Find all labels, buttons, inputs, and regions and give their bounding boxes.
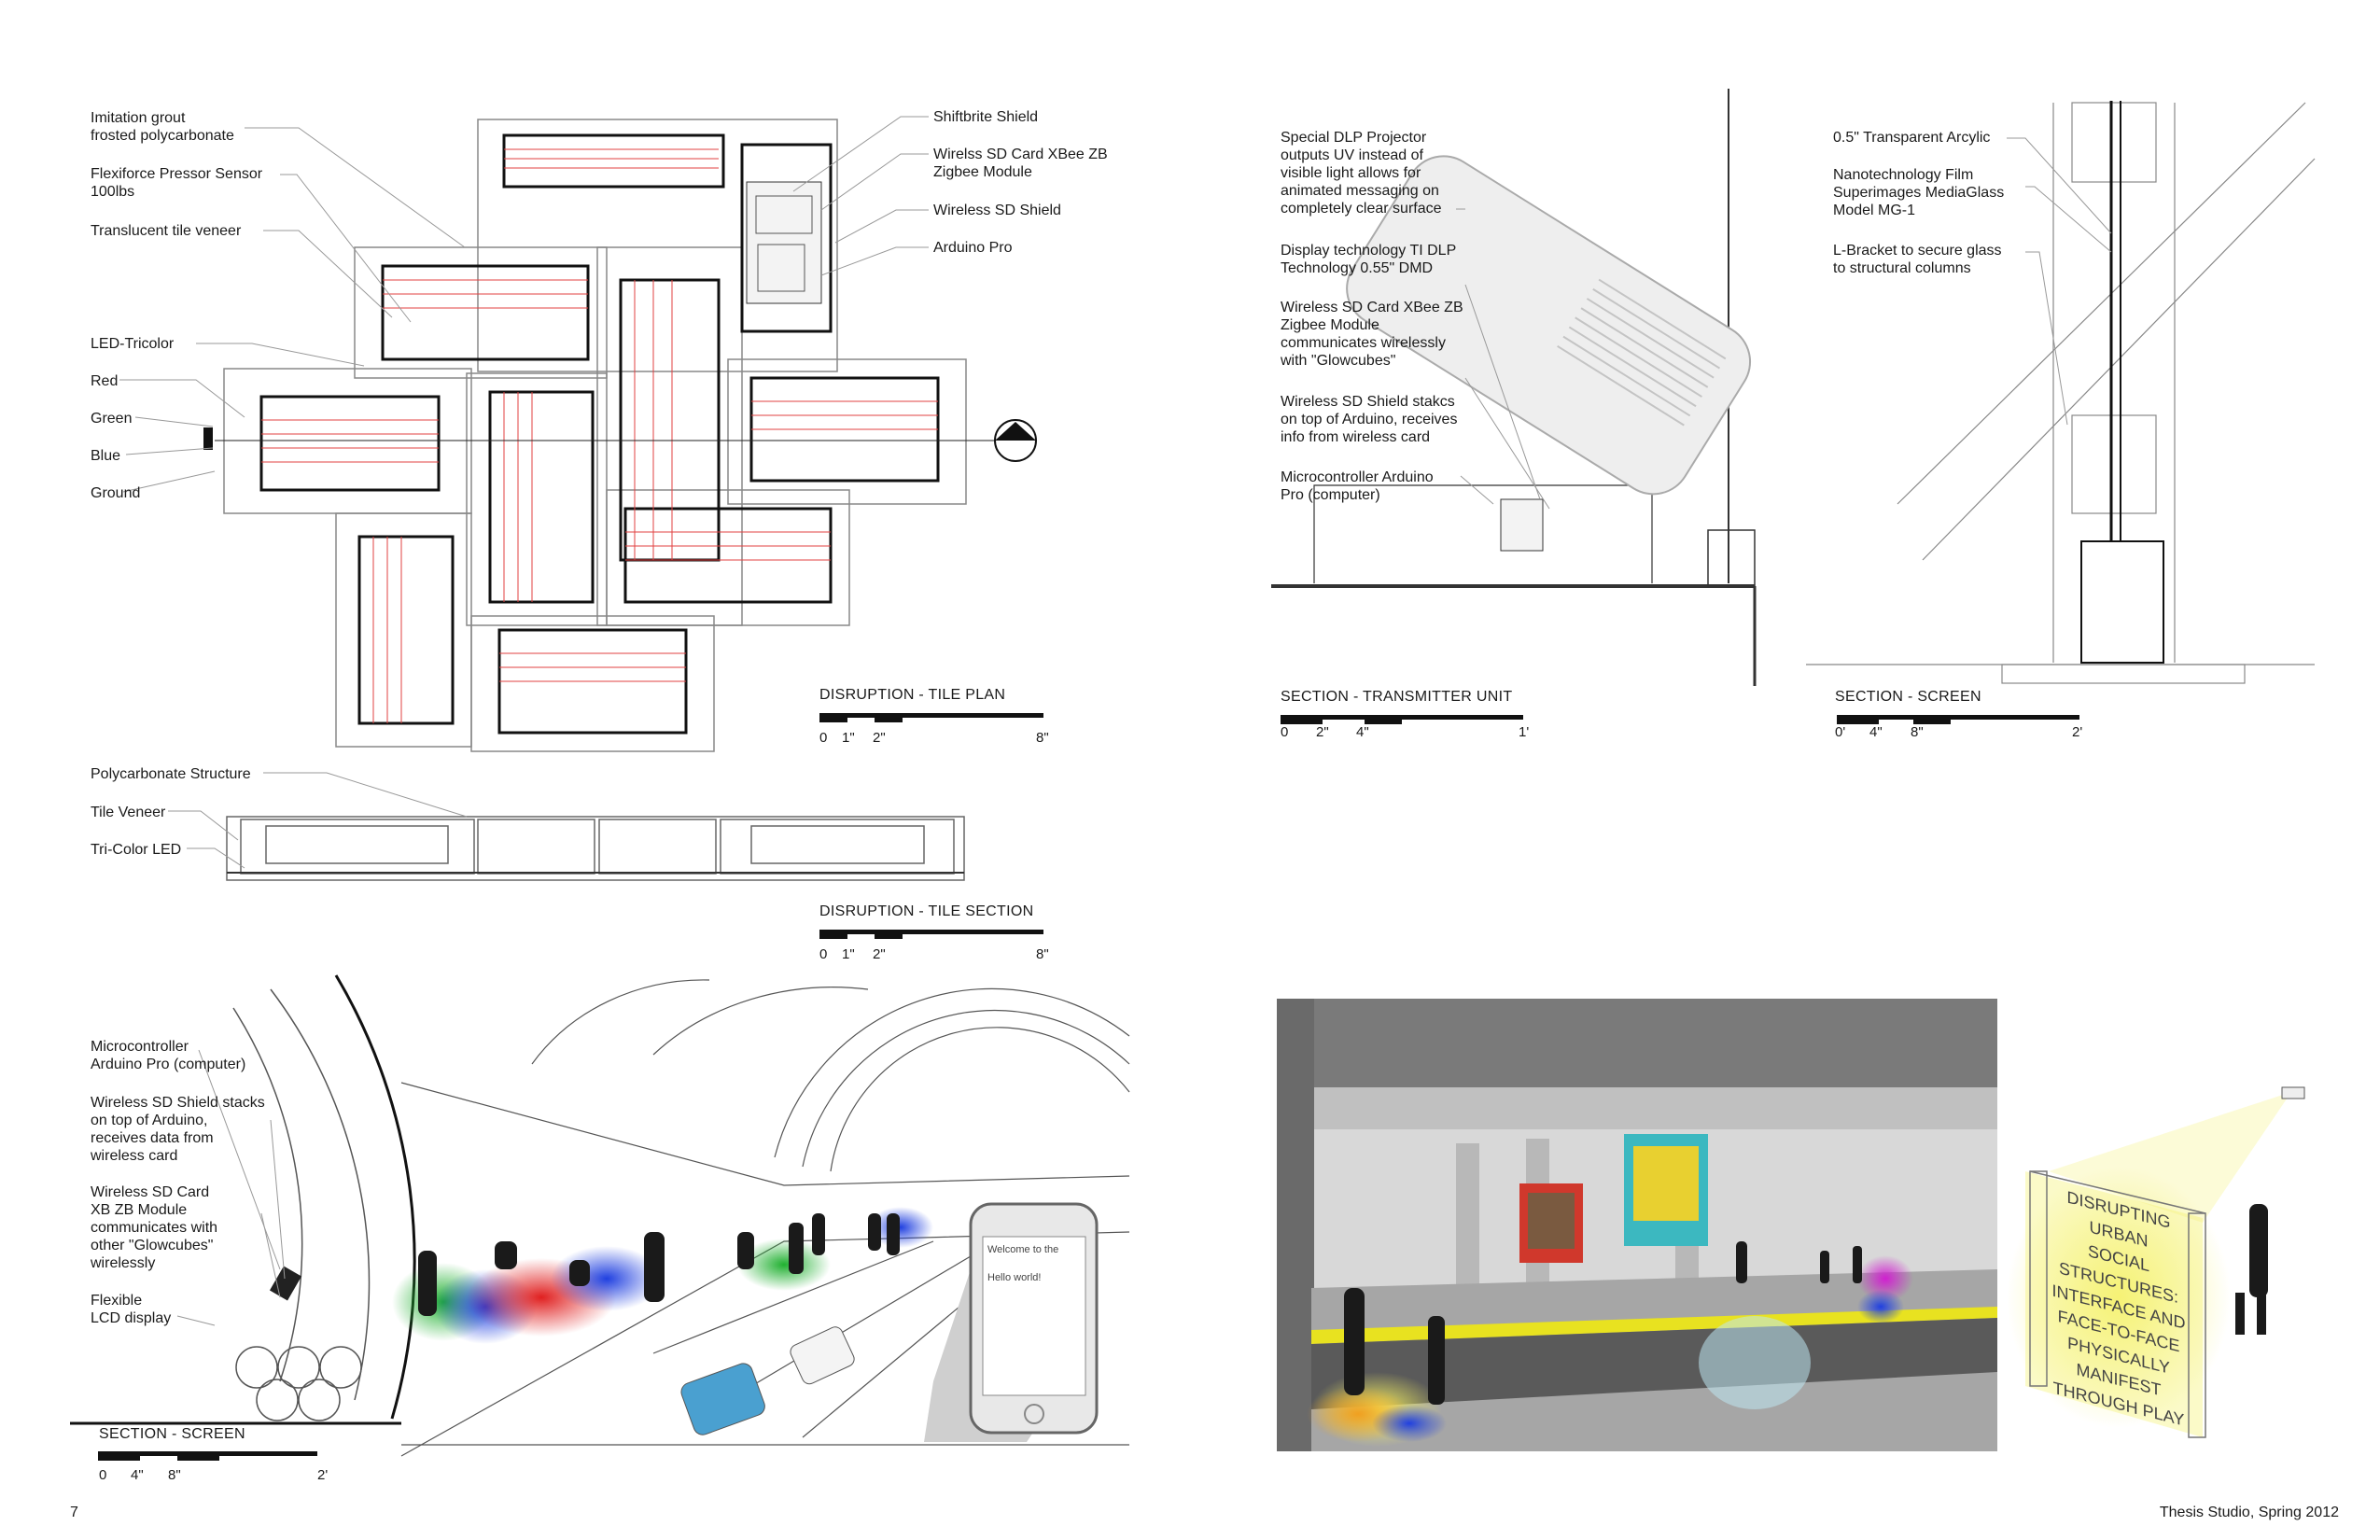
page-number: 7 — [70, 1505, 78, 1520]
label-flexible-lcd: Flexible LCD display — [91, 1293, 172, 1326]
label-transmitter-sd-shield: Wireless SD Shield stakcs on top of Ardu… — [1281, 394, 1458, 445]
label-led-tricolor: LED-Tricolor — [91, 336, 175, 352]
label-shiftbrite-shield: Shiftbrite Shield — [933, 109, 1039, 125]
footer-course: Thesis Studio, Spring 2012 — [2159, 1505, 2339, 1520]
title-transmitter-unit: SECTION - TRANSMITTER UNIT — [1281, 689, 1513, 705]
label-polycarbonate-structure: Polycarbonate Structure — [91, 766, 251, 782]
glass-screen-message: DISRUPTING URBAN SOCIAL STRUCTURES: INTE… — [2039, 1178, 2198, 1435]
scale-tile-section-1: 1" — [842, 946, 855, 962]
label-ground: Ground — [91, 485, 141, 501]
label-tri-color-led: Tri-Color LED — [91, 842, 182, 858]
phone-hello-text: Hello world! — [987, 1272, 1042, 1283]
label-transmitter-xbee: Wireless SD Card XBee ZB Zigbee Module c… — [1281, 300, 1463, 369]
label-transmitter-arduino: Microcontroller Arduino Pro (computer) — [1281, 469, 1434, 503]
label-l-bracket: L-Bracket to secure glass to structural … — [1833, 243, 2002, 276]
scale-tile-plan-2: 2" — [873, 730, 886, 746]
scale-tile-section-3: 8" — [1036, 946, 1049, 962]
scale-transmitter-0: 0 — [1281, 724, 1289, 740]
scale-lcd-3: 2' — [317, 1467, 329, 1483]
label-wireless-sd-shield: Wireless SD Shield — [933, 203, 1061, 218]
label-nanotechnology-film: Nanotechnology Film Superimages MediaGla… — [1833, 167, 2005, 218]
title-screen-section: SECTION - SCREEN — [1835, 689, 1981, 705]
scale-screen-3: 2' — [2072, 724, 2083, 740]
label-xbee-module: Wirelss SD Card XBee ZB Zigbee Module — [933, 147, 1108, 180]
scale-screen-2: 8" — [1911, 724, 1924, 740]
scale-lcd-0: 0 — [99, 1467, 107, 1483]
title-tile-plan: DISRUPTION - TILE PLAN — [819, 687, 1006, 703]
scale-tile-plan-0: 0 — [819, 730, 828, 746]
label-lcd-microcontroller: Microcontroller Arduino Pro (computer) — [91, 1039, 246, 1072]
label-section-tile-veneer: Tile Veneer — [91, 805, 166, 820]
label-display-technology: Display technology TI DLP Technology 0.5… — [1281, 243, 1457, 276]
title-tile-section: DISRUPTION - TILE SECTION — [819, 903, 1034, 919]
title-lcd-screen-section: SECTION - SCREEN — [99, 1426, 245, 1442]
scale-screen-1: 4" — [1869, 724, 1883, 740]
label-lcd-xbee: Wireless SD Card XB ZB Module communicat… — [91, 1184, 218, 1271]
scale-tile-section-2: 2" — [873, 946, 886, 962]
label-red: Red — [91, 373, 119, 389]
label-transparent-acrylic: 0.5" Transparent Arcylic — [1833, 130, 1991, 146]
phone-welcome-text: Welcome to the — [987, 1244, 1059, 1255]
scale-screen-0: 0' — [1835, 724, 1846, 740]
label-dlp-projector: Special DLP Projector outputs UV instead… — [1281, 130, 1442, 217]
scale-transmitter-1: 2" — [1316, 724, 1329, 740]
scale-transmitter-3: 1' — [1519, 724, 1530, 740]
scale-tile-plan-3: 8" — [1036, 730, 1049, 746]
scale-lcd-1: 4" — [131, 1467, 144, 1483]
scale-transmitter-2: 4" — [1356, 724, 1369, 740]
label-lcd-sd-shield: Wireless SD Shield stacks on top of Ardu… — [91, 1095, 265, 1164]
label-imitation-grout: Imitation grout frosted polycarbonate — [91, 110, 234, 144]
scale-tile-plan-1: 1" — [842, 730, 855, 746]
scale-lcd-2: 8" — [168, 1467, 181, 1483]
label-arduino-pro: Arduino Pro — [933, 240, 1013, 256]
label-tile-veneer: Translucent tile veneer — [91, 223, 242, 239]
label-green: Green — [91, 411, 133, 427]
scale-tile-section-0: 0 — [819, 946, 828, 962]
label-flexiforce-sensor: Flexiforce Pressor Sensor 100lbs — [91, 166, 263, 200]
label-blue: Blue — [91, 448, 121, 464]
